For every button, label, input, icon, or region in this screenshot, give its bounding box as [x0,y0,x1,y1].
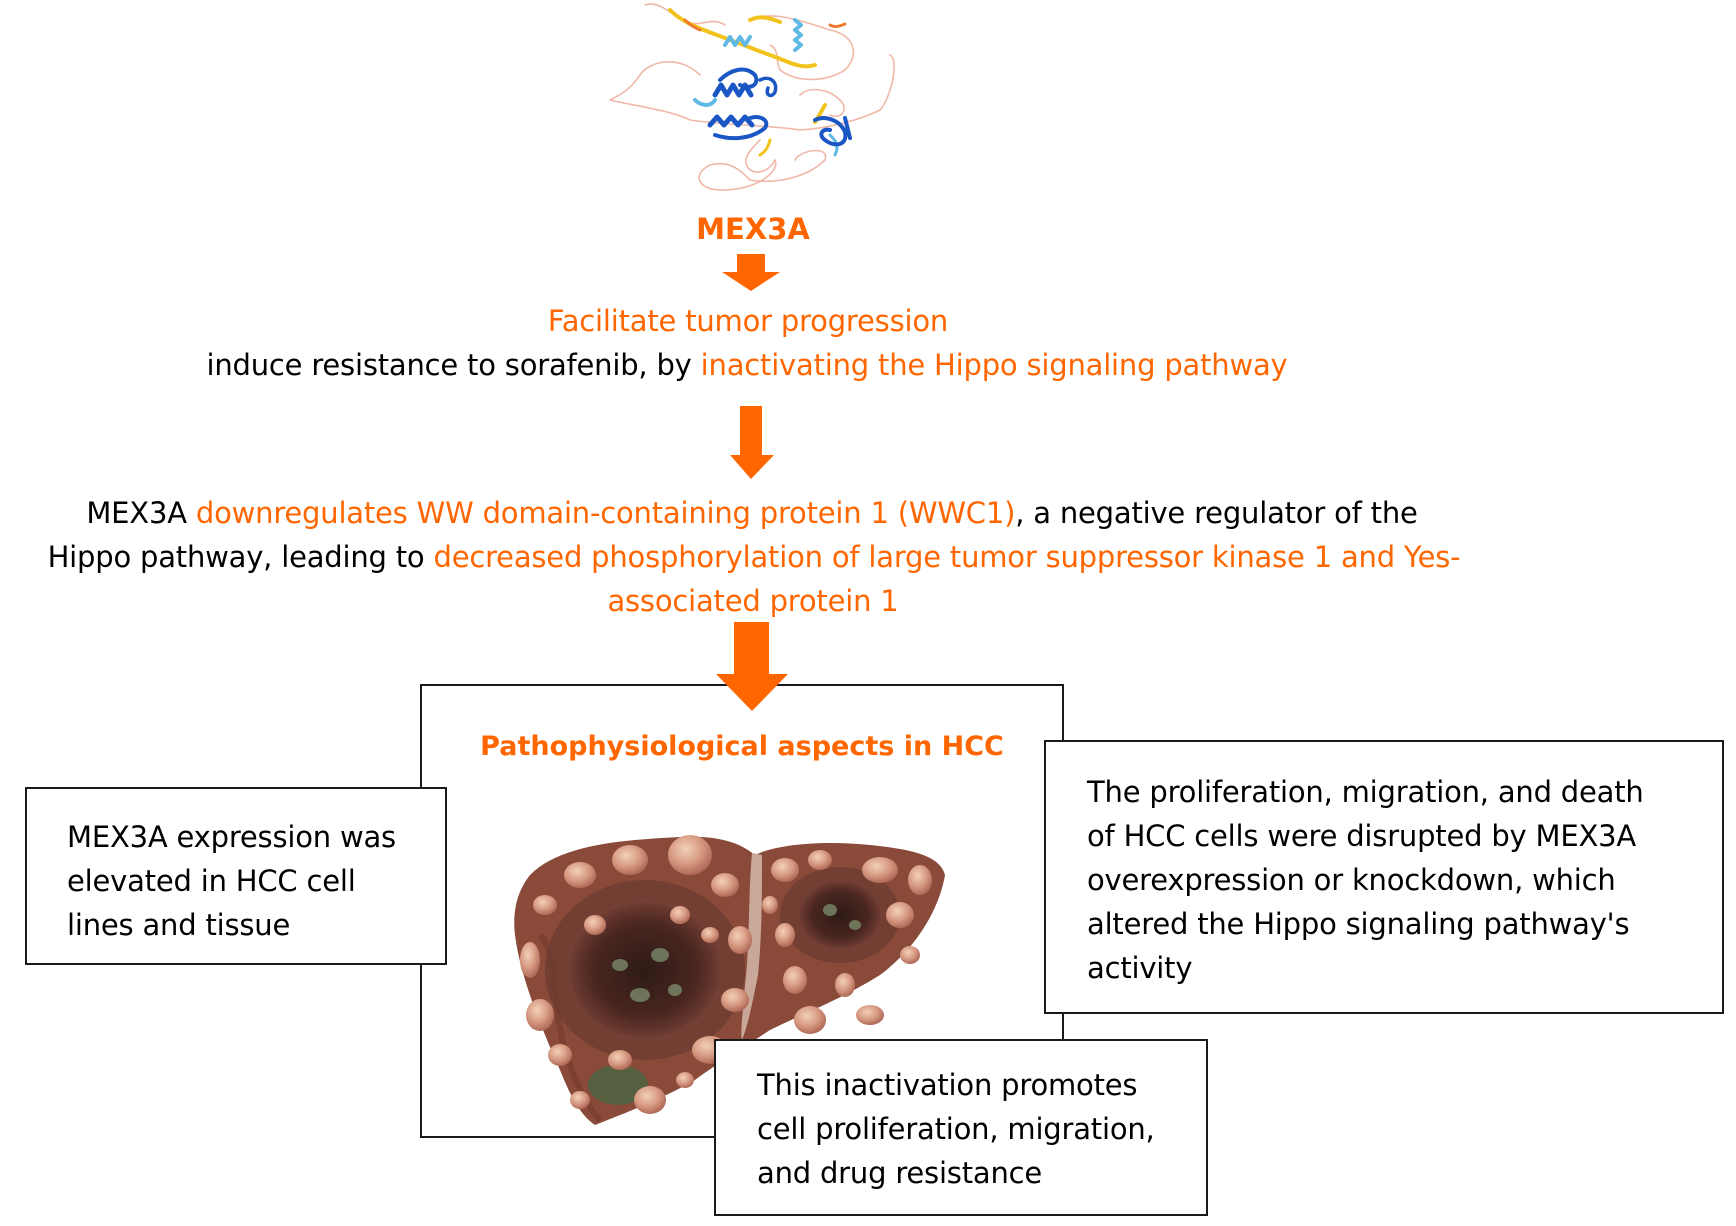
text-line: elevated in HCC cell [67,864,356,898]
step2-text-orange: downregulates WW domain-containing prote… [195,496,1016,530]
step1-heading: Facilitate tumor progression [547,304,949,338]
step2-text: , a negative regulator of the [1015,496,1418,530]
text-line: of HCC cells were disrupted by MEX3A [1087,819,1637,853]
step1-text-orange: inactivating the Hippo signaling pathway [700,348,1288,382]
text-line: and drug resistance [757,1156,1043,1190]
bottom-box-text: This inactivation promotes cell prolifer… [757,1063,1155,1195]
left-box-text: MEX3A expression was elevated in HCC cel… [67,815,396,947]
protein-label: MEX3A [696,212,810,246]
text-line: MEX3A expression was [67,820,396,854]
arrow-down-icon [722,254,780,291]
liver-with-tumors-icon [514,835,945,1125]
step1-text-black: induce resistance to sorafenib, by [206,348,701,382]
text-line: lines and tissue [67,908,291,942]
protein-structure-ribbon-icon [609,3,895,191]
step2-line-2: Hippo pathway, leading to decreased phos… [0,535,1508,579]
text-line: The proliferation, migration, and death [1087,775,1644,809]
text-line: altered the Hippo signaling pathway's [1087,907,1630,941]
text-line: cell proliferation, migration, [757,1112,1155,1146]
text-line: This inactivation promotes [757,1068,1138,1102]
text-line: activity [1087,951,1193,985]
pathophysiology-title: Pathophysiological aspects in HCC [480,731,1004,762]
text-line: overexpression or knockdown, which [1087,863,1616,897]
arrow-down-icon [730,406,774,479]
bottom-info-box [714,1039,1208,1216]
step2-text: MEX3A [86,496,196,530]
step1-description: induce resistance to sorafenib, by inact… [0,343,1494,387]
step2-text: Hippo pathway, leading to [47,540,434,574]
step2-text-orange: decreased phosphorylation of large tumor… [433,540,1461,574]
right-info-box [1044,740,1724,1014]
step2-line-1: MEX3A downregulates WW domain-containing… [0,491,1504,535]
arrow-down-icon [716,622,788,711]
right-box-text: The proliferation, migration, and death … [1087,770,1644,990]
step2-line-3: associated protein 1 [607,584,899,618]
left-info-box [25,787,447,965]
